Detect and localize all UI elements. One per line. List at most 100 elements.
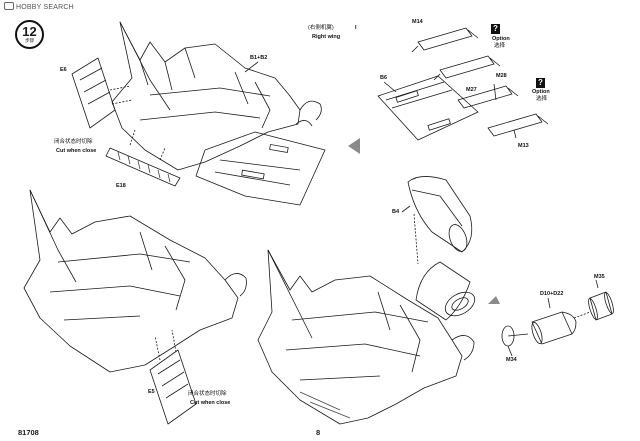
- part-e6-guide-lines: [109, 85, 133, 105]
- watermark-text: HOBBY SEARCH: [16, 4, 74, 11]
- part-b6-lines: [385, 81, 453, 109]
- note-cut-en-bottom: Cut when close: [190, 400, 231, 406]
- bottom-center-wing-body: [257, 249, 463, 425]
- watermark: HOBBY SEARCH: [4, 2, 74, 11]
- label-e18: E18: [116, 183, 126, 189]
- part-b6-hinge-1: [395, 90, 419, 103]
- part-b4-guide-line: [413, 213, 419, 265]
- page-number: 8: [316, 428, 321, 437]
- top-left-flap-lines: [214, 159, 301, 186]
- option-label-en-1: Option: [492, 36, 510, 42]
- right-wing-title-en: Right wing: [312, 34, 341, 40]
- part-d10-d22-elbow: [561, 311, 577, 335]
- bottom-center-hatched-strip: [299, 391, 351, 419]
- part-m34-stem: [507, 333, 529, 337]
- step-number: 12: [22, 24, 37, 40]
- part-m35-cap: [589, 291, 613, 321]
- right-wing-flap-assembly: [377, 27, 549, 141]
- top-left-intake-bump-2: [295, 120, 313, 127]
- label-e6: E6: [60, 67, 67, 73]
- part-m28: [457, 85, 513, 109]
- right-wing-marker: I: [355, 25, 357, 31]
- part-b6-hinge-2: [427, 118, 451, 131]
- part-e5-guide-lines: [154, 329, 177, 361]
- m34-leader: [507, 345, 513, 357]
- kit-number: 81708: [18, 428, 39, 437]
- note-cut-en-top: Cut when close: [56, 148, 97, 154]
- label-m28: M28: [496, 73, 507, 79]
- part-m27: [439, 55, 495, 79]
- option-label-cn-1: 选择: [494, 43, 506, 49]
- top-left-wing-assembly: [71, 21, 326, 206]
- label-b6: B6: [380, 75, 388, 81]
- bottom-center-intake-bump: [451, 335, 475, 361]
- part-m35-back: [604, 292, 614, 314]
- bottom-center-wing-assembly: [257, 176, 476, 425]
- bottom-left-wing-spar-lines: [49, 253, 191, 321]
- bottom-center-wing-spar-lines: [285, 311, 429, 381]
- label-m13: M13: [518, 143, 529, 149]
- part-b6-panel: [377, 75, 479, 141]
- m35-leader: [595, 279, 599, 289]
- d10-d22-leader: [547, 297, 551, 309]
- part-b4-duct: [407, 176, 473, 253]
- label-d10-d22: D10+D22: [540, 291, 564, 297]
- label-e5: E5: [148, 389, 155, 395]
- m28-m13-leaders: [493, 83, 517, 139]
- option-question-icon-2: ?: [536, 78, 545, 88]
- bottom-center-wing-root-lines: [377, 291, 421, 373]
- note-cut-cn-top: 闭合状态时切除: [54, 139, 93, 145]
- intake-tube: [415, 261, 471, 321]
- right-wing-title-cn: (右侧机翼): [308, 25, 334, 31]
- m14-m27-tips: [411, 45, 441, 81]
- b1b2-leader: [244, 61, 259, 73]
- part-m35-face: [588, 298, 598, 320]
- part-b4-seam: [411, 189, 463, 227]
- top-left-intake-bump-1: [299, 100, 322, 121]
- option-question-icon-1: ?: [491, 24, 500, 34]
- part-e18-strip: [105, 147, 181, 187]
- top-left-wing-body: [111, 21, 301, 171]
- part-e6-lines: [79, 67, 111, 105]
- label-m35: M35: [594, 274, 605, 280]
- intake-tube-mouth: [444, 291, 476, 317]
- bottom-center-wing-fin-edge: [267, 249, 313, 339]
- bottom-left-wing-fin-edge: [29, 189, 77, 283]
- part-e6-panel: [71, 57, 116, 129]
- part-b4-opening: [448, 224, 468, 252]
- nozzle-parts-group: [501, 279, 614, 357]
- label-b4: B4: [392, 209, 400, 215]
- note-cut-cn-bottom: 闭合状态时切除: [188, 391, 227, 397]
- top-left-wing-fin-edge: [119, 21, 171, 111]
- nozzle-attach-arrow-icon: [488, 296, 500, 304]
- part-d10-d22-front: [531, 322, 543, 344]
- part-m13-end: [537, 115, 549, 125]
- top-left-flap-hinge-2: [269, 144, 289, 153]
- part-m14-end: [467, 29, 479, 39]
- label-m27: M27: [466, 87, 477, 93]
- option-label-cn-2: 选择: [536, 96, 548, 102]
- bottom-left-wing-assembly: [23, 189, 247, 425]
- part-m14: [417, 27, 473, 51]
- top-left-wing-root-lines: [234, 71, 271, 129]
- b4-leader: [401, 205, 411, 213]
- part-e18-hatches: [117, 151, 171, 183]
- part-m27-end: [489, 57, 501, 67]
- m35-guide-line: [573, 311, 591, 319]
- step-subtitle: 步骤: [25, 38, 34, 44]
- label-m14: M14: [412, 19, 423, 25]
- step-badge: 12 步骤: [15, 20, 44, 49]
- flap-attach-arrow-icon: [348, 138, 360, 154]
- bottom-left-wing-root-lines: [139, 231, 186, 311]
- intake-tube-inner: [451, 297, 469, 311]
- bottom-left-wing-body: [23, 189, 239, 373]
- option-label-en-2: Option: [532, 89, 550, 95]
- label-b1-b2: B1+B2: [250, 55, 268, 61]
- top-left-flap-hinge-1: [241, 169, 265, 180]
- top-left-wing-panel-lines: [139, 47, 196, 91]
- bottom-left-intake-bump: [224, 273, 247, 297]
- part-m13: [487, 113, 543, 137]
- part-e18-guide-lines: [129, 129, 166, 161]
